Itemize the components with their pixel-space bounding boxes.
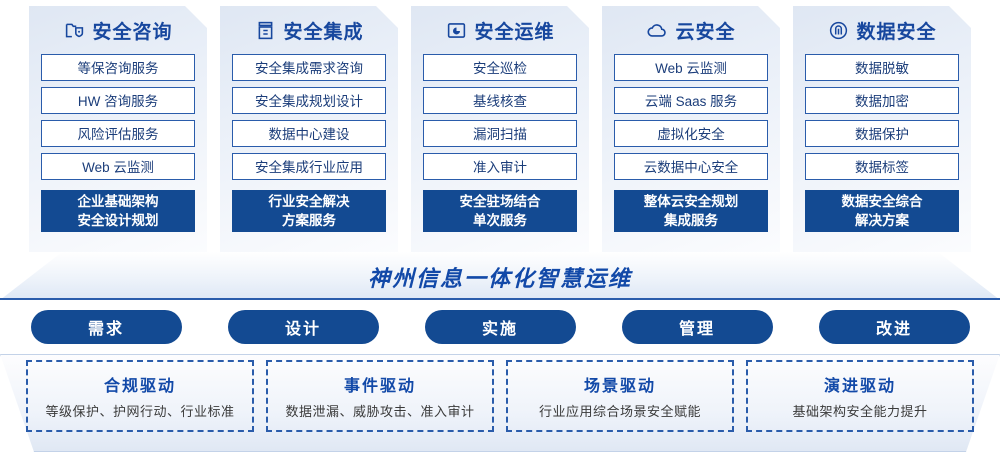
list-item[interactable]: 等保咨询服务: [41, 54, 195, 81]
column-title: 安全运维: [474, 21, 555, 43]
list-item[interactable]: 数据脱敏: [805, 54, 959, 81]
driver-description: 行业应用综合场景安全赋能: [538, 404, 701, 419]
driver-description: 数据泄漏、威胁攻击、准入审计: [285, 404, 475, 419]
highlight-line: 数据安全综合: [841, 194, 923, 209]
column-item-list: Web 云监测 云端 Saas 服务 虚拟化安全 云数据中心安全 整体云安全规划…: [602, 54, 780, 232]
column-highlight-box[interactable]: 企业基础架构 安全设计规划: [41, 190, 195, 232]
column-item-list: 安全集成需求咨询 安全集成规划设计 数据中心建设 安全集成行业应用 行业安全解决…: [220, 54, 398, 232]
cloud-icon: [646, 19, 668, 41]
driver-card-incident[interactable]: 事件驱动 数据泄漏、威胁攻击、准入审计: [266, 360, 494, 432]
list-item[interactable]: 基线核查: [423, 87, 577, 114]
list-item[interactable]: 云数据中心安全: [614, 153, 768, 180]
capability-column-security-consulting: 安全咨询 等保咨询服务 HW 咨询服务 风险评估服务 Web 云监测 企业基础架…: [29, 6, 207, 252]
list-item[interactable]: HW 咨询服务: [41, 87, 195, 114]
capability-column-security-operations: 安全运维 安全巡检 基线核查 漏洞扫描 准入审计 安全驻场结合 单次服务: [411, 6, 589, 252]
list-item[interactable]: 安全集成需求咨询: [232, 54, 386, 81]
capability-columns: 安全咨询 等保咨询服务 HW 咨询服务 风险评估服务 Web 云监测 企业基础架…: [0, 6, 1000, 254]
folder-shield-icon: [63, 19, 85, 41]
column-highlight-box[interactable]: 数据安全综合 解决方案: [805, 190, 959, 232]
phase-pill-implementation[interactable]: 实施: [424, 310, 576, 344]
list-item[interactable]: 准入审计: [423, 153, 577, 180]
column-title: 安全咨询: [92, 21, 173, 43]
driver-description: 基础架构安全能力提升: [792, 404, 928, 419]
driver-title: 事件驱动: [343, 378, 416, 395]
highlight-line: 行业安全解决: [268, 194, 350, 209]
highlight-line: 单次服务: [473, 213, 527, 228]
platform-banner-title: 神州信息一体化智慧运维: [367, 266, 632, 291]
list-item[interactable]: 数据中心建设: [232, 120, 386, 147]
list-item[interactable]: 虚拟化安全: [614, 120, 768, 147]
phase-pill-requirements[interactable]: 需求: [30, 310, 182, 344]
list-item[interactable]: 安全集成行业应用: [232, 153, 386, 180]
list-item[interactable]: 数据保护: [805, 120, 959, 147]
list-item[interactable]: 风险评估服务: [41, 120, 195, 147]
server-rack-icon: [254, 19, 276, 41]
driver-title: 演进驱动: [823, 378, 896, 395]
column-header: 云安全: [602, 6, 780, 54]
column-item-list: 等保咨询服务 HW 咨询服务 风险评估服务 Web 云监测 企业基础架构 安全设…: [29, 54, 207, 232]
fingerprint-icon: [827, 19, 849, 41]
monitor-pie-icon: [445, 19, 467, 41]
highlight-line: 安全设计规划: [77, 213, 159, 228]
highlight-line: 解决方案: [855, 213, 909, 228]
drivers-container: [0, 354, 1000, 452]
column-header: 安全咨询: [29, 6, 207, 54]
list-item[interactable]: 漏洞扫描: [423, 120, 577, 147]
driver-title: 合规驱动: [103, 378, 176, 395]
phase-pill-management[interactable]: 管理: [621, 310, 773, 344]
column-highlight-box[interactable]: 安全驻场结合 单次服务: [423, 190, 577, 232]
list-item[interactable]: 安全巡检: [423, 54, 577, 81]
column-title: 云安全: [675, 21, 736, 43]
highlight-line: 整体云安全规划: [643, 194, 739, 209]
column-highlight-box[interactable]: 行业安全解决 方案服务: [232, 190, 386, 232]
capability-column-data-security: 数据安全 数据脱敏 数据加密 数据保护 数据标签 数据安全综合 解决方案: [793, 6, 971, 252]
platform-banner: 神州信息一体化智慧运维: [0, 252, 1000, 300]
highlight-line: 企业基础架构: [77, 194, 159, 209]
driver-description: 等级保护、护网行动、行业标准: [45, 404, 235, 419]
highlight-line: 安全驻场结合: [459, 194, 541, 209]
driver-card-evolution[interactable]: 演进驱动 基础架构安全能力提升: [746, 360, 974, 432]
driver-card-compliance[interactable]: 合规驱动 等级保护、护网行动、行业标准: [26, 360, 254, 432]
list-item[interactable]: 云端 Saas 服务: [614, 87, 768, 114]
column-item-list: 安全巡检 基线核查 漏洞扫描 准入审计 安全驻场结合 单次服务: [411, 54, 589, 232]
column-title: 安全集成: [283, 21, 364, 43]
column-header: 安全运维: [411, 6, 589, 54]
driver-title: 场景驱动: [583, 378, 656, 395]
column-header: 数据安全: [793, 6, 971, 54]
banner-underline: [0, 298, 1000, 300]
list-item[interactable]: Web 云监测: [614, 54, 768, 81]
highlight-line: 方案服务: [282, 213, 336, 228]
column-header: 安全集成: [220, 6, 398, 54]
capability-column-security-integration: 安全集成 安全集成需求咨询 安全集成规划设计 数据中心建设 安全集成行业应用 行…: [220, 6, 398, 252]
list-item[interactable]: Web 云监测: [41, 153, 195, 180]
list-item[interactable]: 数据加密: [805, 87, 959, 114]
capability-column-cloud-security: 云安全 Web 云监测 云端 Saas 服务 虚拟化安全 云数据中心安全 整体云…: [602, 6, 780, 252]
driver-card-scenario[interactable]: 场景驱动 行业应用综合场景安全赋能: [506, 360, 734, 432]
column-highlight-box[interactable]: 整体云安全规划 集成服务: [614, 190, 768, 232]
phase-pill-design[interactable]: 设计: [227, 310, 379, 344]
drivers-row: 合规驱动 等级保护、护网行动、行业标准 事件驱动 数据泄漏、威胁攻击、准入审计 …: [0, 360, 1000, 432]
list-item[interactable]: 安全集成规划设计: [232, 87, 386, 114]
list-item[interactable]: 数据标签: [805, 153, 959, 180]
highlight-line: 集成服务: [664, 213, 718, 228]
phase-pill-improvement[interactable]: 改进: [818, 310, 970, 344]
column-title: 数据安全: [856, 21, 937, 43]
lifecycle-phases: 需求 设计 实施 管理 改进: [0, 310, 1000, 344]
column-item-list: 数据脱敏 数据加密 数据保护 数据标签 数据安全综合 解决方案: [793, 54, 971, 232]
